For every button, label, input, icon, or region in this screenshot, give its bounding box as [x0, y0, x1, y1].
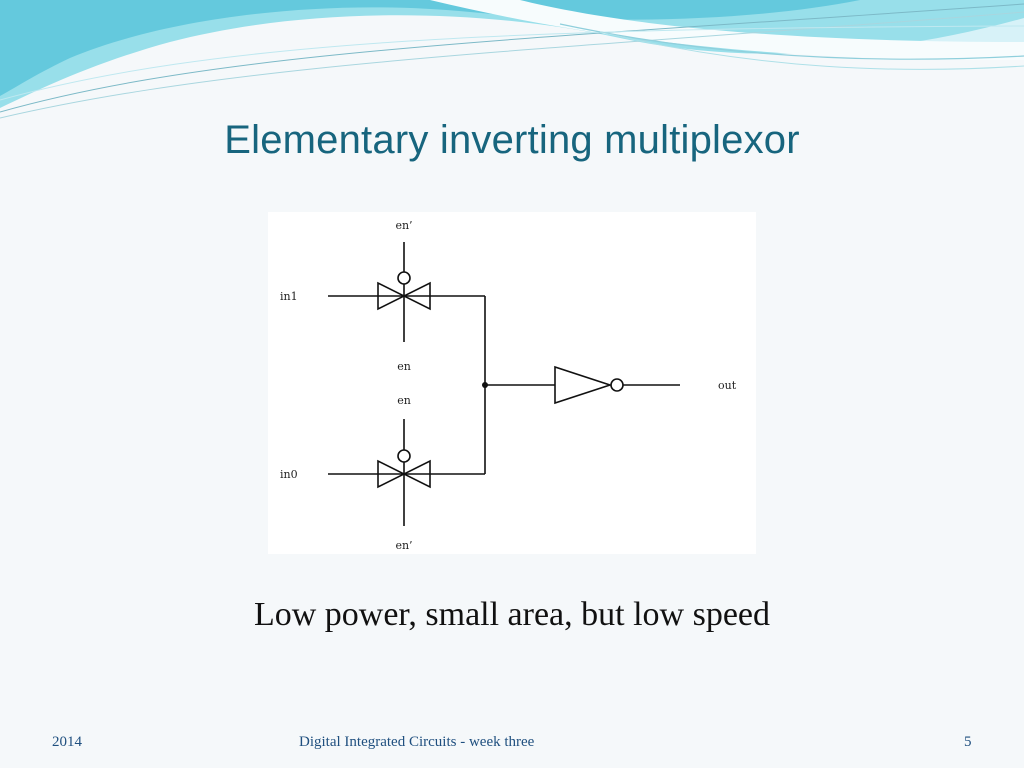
label-bottom-en: en: [397, 394, 411, 407]
label-out: out: [718, 379, 737, 392]
label-top-en: en: [397, 360, 411, 373]
label-top-en-bar: en’: [395, 219, 412, 232]
top-gate-inversion-bubble: [397, 271, 411, 285]
slide-caption: Low power, small area, but low speed: [253, 596, 771, 633]
bottom-transmission-gate: [377, 459, 431, 489]
label-in1: in1: [280, 290, 298, 303]
label-in0: in0: [280, 468, 298, 481]
slide-title: Elementary inverting multiplexor: [224, 118, 800, 162]
footer-year: 2014: [52, 734, 82, 750]
top-transmission-gate: [377, 281, 431, 311]
footer-course: Digital Integrated Circuits - week three: [299, 734, 535, 750]
inverter-output-bubble: [610, 378, 624, 392]
junction-dot: [482, 382, 488, 388]
mux-circuit-svg: en’ in1 en en in0 en’ out: [280, 219, 737, 552]
footer-page-number: 5: [964, 734, 972, 750]
bottom-gate-inversion-bubble: [397, 449, 411, 463]
output-inverter: [554, 365, 613, 405]
label-bottom-en-bar: en’: [395, 539, 412, 552]
mux-circuit-diagram: en’ in1 en en in0 en’ out: [268, 212, 756, 554]
header-wave-decoration: [0, 0, 1024, 119]
